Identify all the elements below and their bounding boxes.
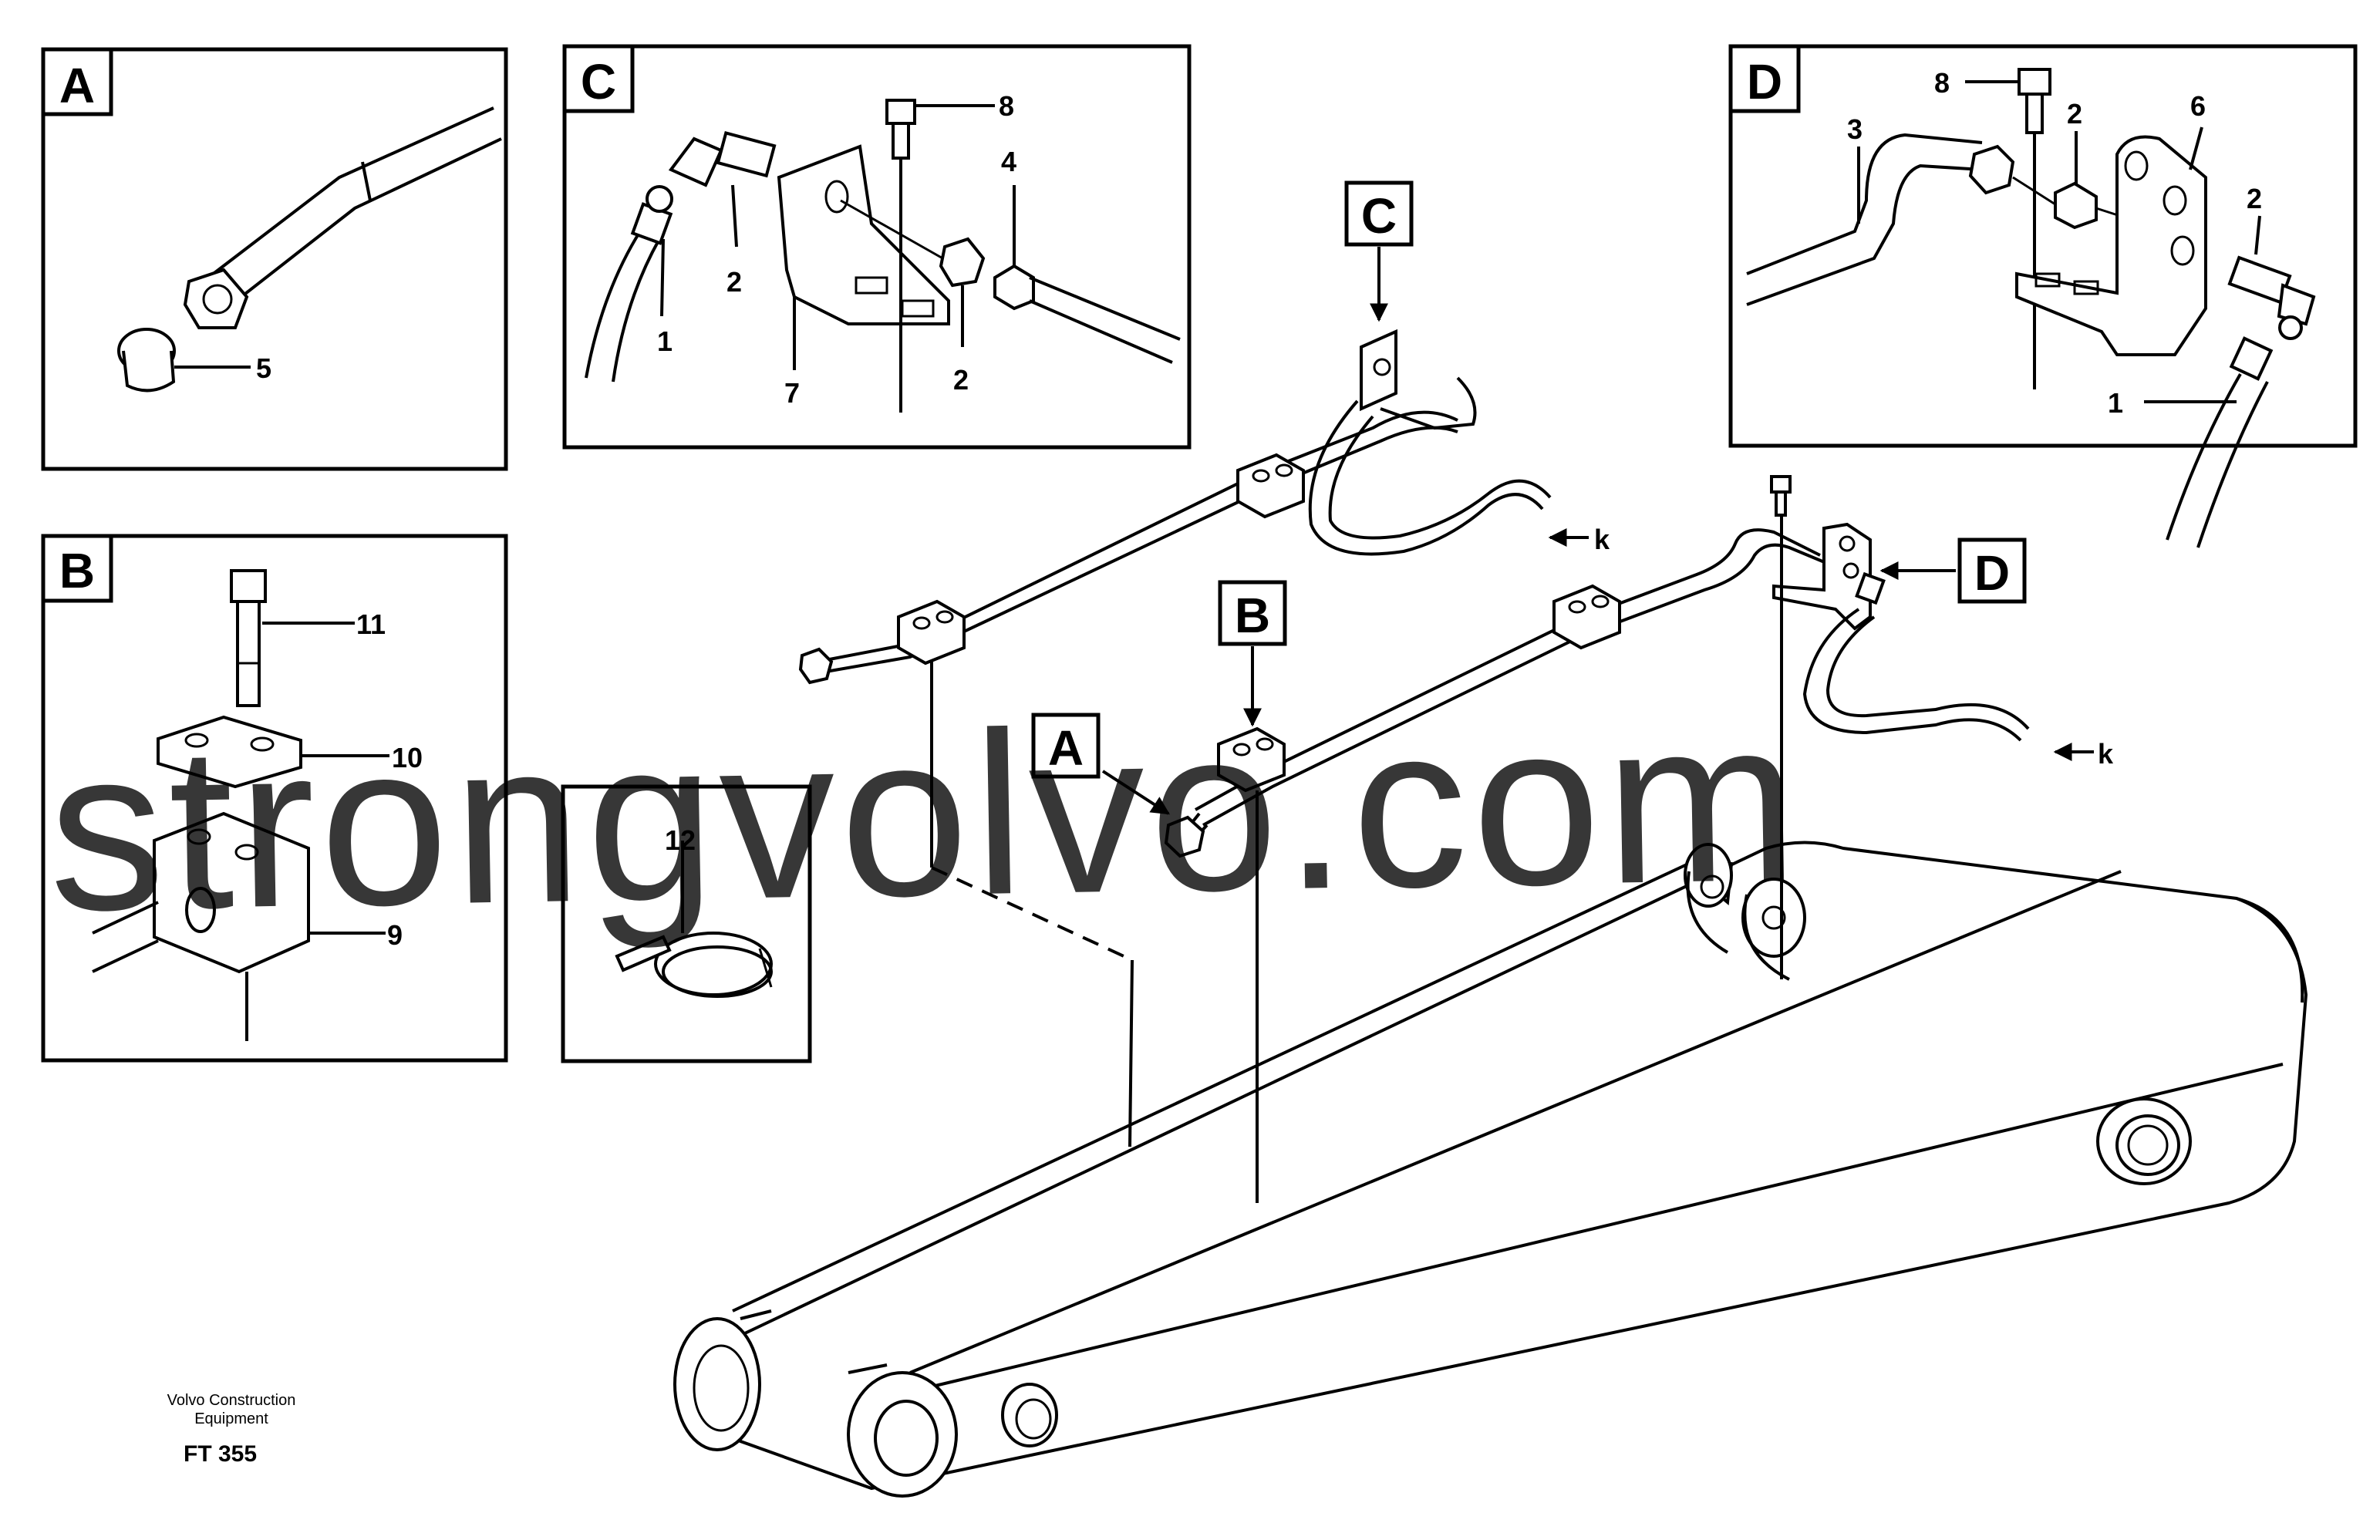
label-k-top: k: [1594, 524, 1610, 555]
label-9: 9: [387, 919, 403, 951]
label-d-6: 6: [2190, 90, 2206, 122]
detail-box-a: A 5: [41, 47, 508, 471]
label-c-8: 8: [999, 90, 1014, 122]
label-c-1: 1: [657, 325, 673, 357]
label-d-3: 3: [1847, 113, 1863, 145]
detail-box-b-letter: B: [59, 543, 95, 598]
boom-assembly: [673, 841, 2308, 1498]
detail-box-c: C 1 2 7 8 2 4: [562, 44, 1192, 450]
detail-box-a-letter: A: [59, 58, 95, 113]
detail-box-d: D 3 8 2 6 1 2: [1728, 44, 2358, 548]
label-c-2a: 2: [726, 266, 742, 298]
pipe-routing: k k: [798, 329, 2114, 1203]
callout-c-letter: C: [1361, 188, 1397, 244]
detail-box-clip: 12: [561, 784, 812, 1063]
label-5: 5: [256, 352, 271, 384]
label-d-2b: 2: [2247, 183, 2262, 214]
label-c-4: 4: [1001, 146, 1016, 177]
callout-b: B: [1218, 580, 1287, 727]
detail-box-b: B 11 10 9: [41, 534, 508, 1063]
caption-company: Volvo Construction: [167, 1392, 296, 1409]
callout-d-letter: D: [1974, 545, 2010, 601]
detail-box-d-letter: D: [1747, 54, 1782, 110]
label-10: 10: [392, 742, 423, 773]
caption-division: Equipment: [194, 1410, 268, 1427]
callout-b-letter: B: [1235, 588, 1270, 643]
label-c-2b: 2: [953, 364, 969, 396]
label-d-2a: 2: [2067, 98, 2082, 130]
label-11: 11: [356, 608, 386, 640]
label-k-right: k: [2098, 738, 2114, 770]
callout-a: A: [1031, 713, 1171, 815]
label-c-7: 7: [784, 377, 800, 409]
caption: Volvo Construction Equipment FT 355: [167, 1392, 296, 1467]
label-12: 12: [665, 824, 696, 856]
callout-a-letter: A: [1048, 720, 1084, 776]
figure-id: FT 355: [184, 1441, 257, 1467]
detail-box-c-letter: C: [581, 54, 616, 110]
watermark: strongvolvo.com: [46, 669, 1805, 960]
callout-c: C: [1344, 180, 1414, 322]
callout-d: D: [1879, 537, 2027, 604]
label-d-8: 8: [1934, 67, 1950, 99]
label-d-1: 1: [2108, 387, 2123, 419]
